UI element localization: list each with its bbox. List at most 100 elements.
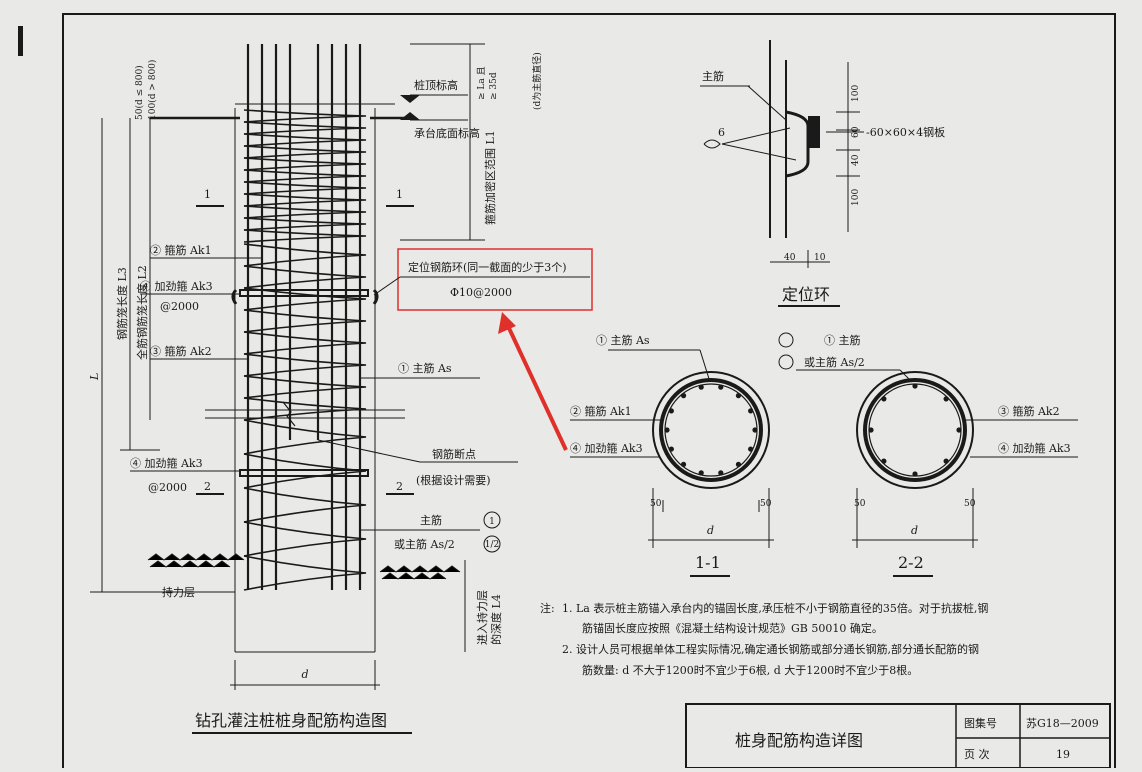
stirrup-coil xyxy=(243,353,367,377)
s2-main-bar-label: ① 主筋 xyxy=(824,333,861,347)
ring-dim-1: 100 xyxy=(851,85,861,102)
drawing-frame xyxy=(62,13,1116,772)
section-1-1: ① 主筋 As ② 箍筋 Ak1 ④ 加劲箍 Ak3 50 50 d 1-1 xyxy=(570,333,774,577)
rebar-dot xyxy=(956,427,962,433)
stirrup-coil xyxy=(243,145,367,159)
note-2b: 筋数量: d 不大于1200时不宜少于6根, d 大于1200时不宜少于8根。 xyxy=(582,663,918,677)
marker-1: 1 xyxy=(489,517,495,527)
rebar-dot xyxy=(735,392,742,399)
rebar-dot xyxy=(718,384,724,390)
stirrup-coil xyxy=(243,331,367,355)
stirrup-coil xyxy=(243,193,367,207)
stirrup-coil xyxy=(243,521,367,557)
section-2-2: ① 主筋 或主筋 As/2 ③ 箍筋 Ak2 ④ 加劲箍 Ak3 50 50 d… xyxy=(778,332,1078,577)
spacer-ring-callout: 定位钢筋环(同一截面的少于3个) Φ10@2000 xyxy=(373,248,593,451)
note-2a: 2. 设计人员可根据单体工程实际情况,确定通长钢筋或部分通长钢筋,部分通长配筋的… xyxy=(562,642,979,656)
note-1b: 筋锚固长度应按照《混凝土结构设计规范》GB 50010 确定。 xyxy=(582,621,883,635)
stirrup-coil xyxy=(243,265,367,289)
stirrup-k2-callout: ③ 箍筋 Ak2 xyxy=(150,344,212,358)
rebar-dot xyxy=(868,427,874,433)
section-mark-1-left: 1 xyxy=(204,188,211,201)
rebar-dot xyxy=(748,446,754,452)
rebar-dot xyxy=(698,384,704,390)
rebar-dot xyxy=(748,408,754,414)
pile-top-elevation-label: 桩顶标高 xyxy=(414,78,458,92)
notes: 注: 1. La 表示桩主筋锚入承台内的锚固长度,承压桩不小于钢筋直径的35倍。… xyxy=(540,601,988,677)
stirrup-coil xyxy=(243,217,367,231)
ring-number-label: 6 xyxy=(718,126,725,139)
rebar-dot xyxy=(881,396,887,402)
title-block-name: 桩身配筋构造详图 xyxy=(735,731,863,750)
s1-diameter-label: d xyxy=(707,524,714,537)
stirrup-k1-callout: ② 箍筋 Ak1 xyxy=(150,243,212,257)
rebar-dot xyxy=(943,458,949,464)
page-label: 页 次 xyxy=(964,747,990,761)
atlas-label: 图集号 xyxy=(964,716,997,730)
anchor-length-1: ≥ La 且 xyxy=(476,66,487,100)
marker-half: 1/2 xyxy=(485,540,499,550)
ring-width-1: 40 xyxy=(784,253,796,263)
s2-diameter-label: d xyxy=(911,524,918,537)
highlight-box xyxy=(397,248,593,311)
cap-bottom-elevation-label: 承台底面标高 xyxy=(414,126,480,140)
ring-dim-3: 40 xyxy=(851,154,861,166)
dense-zone-label: 箍筋加密区范围 L1 xyxy=(483,130,497,225)
stirrup-coil xyxy=(243,205,367,219)
stiffener-k3-callout-lower: ④ 加劲箍 Ak3 xyxy=(130,456,203,470)
rebar-dot xyxy=(680,392,687,399)
section-mark-2-right: 2 xyxy=(396,480,403,493)
main-bar-callout: ① 主筋 As xyxy=(398,361,452,375)
section-mark-2-left: 2 xyxy=(204,480,211,493)
embed-depth-label: 进入持力层 xyxy=(475,590,489,645)
stiffener-k3-callout: ④ 加劲箍 Ak3 xyxy=(140,279,213,293)
page-value: 19 xyxy=(1056,748,1070,761)
cut-point-note: (根据设计需要) xyxy=(416,473,491,487)
note-1a: 1. La 表示桩主筋锚入承台内的锚固长度,承压桩不小于钢筋直径的35倍。对于抗… xyxy=(562,601,988,615)
stirrup-coil xyxy=(243,229,367,243)
s1-stiffener-label: ④ 加劲箍 Ak3 xyxy=(570,441,643,455)
binding-mark xyxy=(18,26,23,56)
stirrup-coil xyxy=(243,309,367,333)
stirrup-coil xyxy=(243,287,367,311)
arrow-head-icon xyxy=(498,312,516,334)
cage-length-label: 钢筋笼长度 L3 xyxy=(115,267,129,340)
s2-dim-right: 50 xyxy=(964,499,976,509)
rebar-dot xyxy=(664,427,670,433)
stiffener-spacing: @2000 xyxy=(160,300,199,313)
rebar-dot xyxy=(680,461,687,468)
spacer-ring-title-text: 定位环 xyxy=(782,285,830,304)
stirrup-coil xyxy=(243,487,367,523)
rebar-dot xyxy=(718,470,724,476)
full-cage-length-label: 全筋钢筋笼长度 L2 xyxy=(135,265,149,360)
stirrup-coil xyxy=(243,157,367,171)
d-le-800-label: 50(d ≤ 800) xyxy=(134,65,145,120)
rebar-dot xyxy=(752,427,758,433)
bearing-layer-label: 持力层 xyxy=(162,585,195,599)
rebar-dot xyxy=(912,471,918,477)
pile-elevation: d L 钢筋笼长度 L3 全筋钢筋笼长度 L2 50(d ≤ 800) 100(… xyxy=(88,43,543,734)
stirrup-coil xyxy=(243,555,367,591)
s2-stiffener-label: ④ 加劲箍 Ak3 xyxy=(998,441,1071,455)
s2-stirrup-label: ③ 箍筋 Ak2 xyxy=(998,404,1060,418)
stirrup-coil xyxy=(243,419,367,455)
stirrup-coil xyxy=(243,397,367,421)
s1-dim-right: 50 xyxy=(760,499,772,509)
rebar-dot xyxy=(668,408,674,414)
rebar-dot xyxy=(735,461,742,468)
stirrup-coil xyxy=(243,109,367,123)
section-mark-1-right: 1 xyxy=(396,188,403,201)
spacer-ring-spec: Φ10@2000 xyxy=(450,286,512,299)
highlight-arrow xyxy=(506,325,568,451)
pile-diameter-label: d xyxy=(301,668,308,681)
main-bar-half-callout: 或主筋 As/2 xyxy=(394,537,455,551)
steel-plate-label: -60×60×4钢板 xyxy=(866,125,945,139)
ring-width-2: 10 xyxy=(814,253,826,263)
anchor-length-2: ≥ 35d xyxy=(489,72,499,100)
notes-prefix: 注: xyxy=(540,601,555,615)
spacer-ring-title: 定位钢筋环(同一截面的少于3个) xyxy=(408,260,567,274)
rebar-dot xyxy=(943,396,949,402)
title-block: 桩身配筋构造详图 图集号 苏G18—2009 页 次 19 xyxy=(685,703,1111,769)
stirrup-coil xyxy=(243,121,367,135)
